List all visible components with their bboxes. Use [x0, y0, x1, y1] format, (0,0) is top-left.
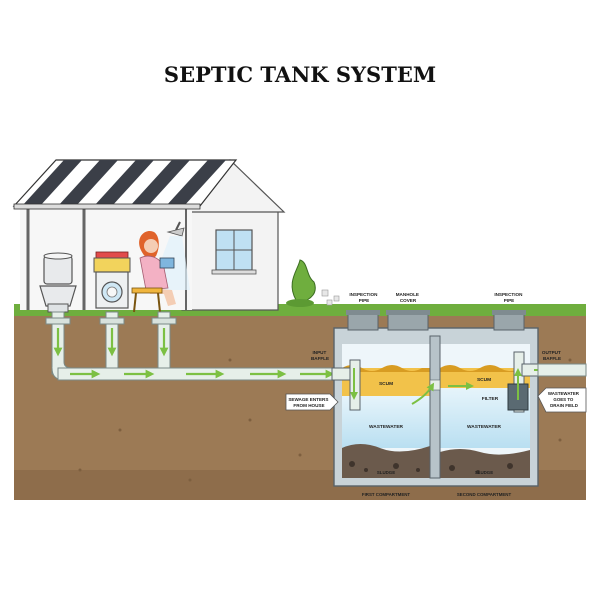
inspection-pipe-2: [493, 313, 525, 331]
label-filter: FILTER: [482, 396, 499, 402]
toilet-icon: [39, 252, 77, 313]
diagram-labels: INSPECTION PIPE MANHOLE COVER INSPECTION…: [285, 292, 587, 497]
sludge-layer-1: [342, 444, 430, 478]
awning: [12, 159, 238, 210]
inspection-pipe-1: [347, 313, 379, 331]
label-inspection-pipe-1: INSPECTION PIPE: [349, 292, 378, 303]
manhole-cover: [387, 313, 429, 331]
page-title: SEPTIC TANK SYSTEM: [164, 62, 436, 87]
svg-text:WASTEWATER GOES TO: WASTEWATER GOES TO DRAIN FIELD: [548, 391, 580, 408]
septic-tank: [331, 310, 560, 487]
label-output-baffle: OUTPUT BAFFLE: [542, 350, 562, 361]
outlet-pipe: [537, 363, 587, 377]
washing-machine-icon: [93, 251, 131, 309]
callout-sewage-enters: SEWAGE ENTERS FROM HOUSE: [285, 393, 339, 411]
label-first-compartment: FIRST COMPARTMENT: [362, 492, 411, 497]
label-scum-1: SCUM: [379, 381, 393, 387]
bush-icon: [286, 259, 340, 307]
label-input-baffle: INPUT BAFFLE: [311, 350, 329, 361]
label-second-compartment: SECOND COMPARTMENT: [457, 492, 512, 497]
flow-arrow-icon: [53, 328, 335, 379]
label-manhole-cover: MANHOLE COVER: [396, 292, 421, 303]
stool-icon: [131, 287, 163, 313]
window-icon: [211, 229, 257, 275]
label-sludge-1: SLUDGE: [377, 470, 395, 475]
svg-text:SEWAGE ENTERS FROM HOU: SEWAGE ENTERS FROM HOUSE: [288, 397, 329, 408]
label-inspection-pipe-2: INSPECTION PIPE: [494, 292, 523, 303]
label-wastewater-2: WASTEWATER: [467, 424, 502, 430]
sludge-layer-2: [440, 449, 530, 478]
callout-wastewater-drain-field: WASTEWATER GOES TO DRAIN FIELD: [537, 387, 587, 413]
scum-layer-2: [440, 368, 530, 388]
label-scum-2: SCUM: [477, 377, 491, 383]
label-wastewater-1: WASTEWATER: [369, 424, 404, 430]
label-sludge-2: SLUDGE: [475, 470, 493, 475]
